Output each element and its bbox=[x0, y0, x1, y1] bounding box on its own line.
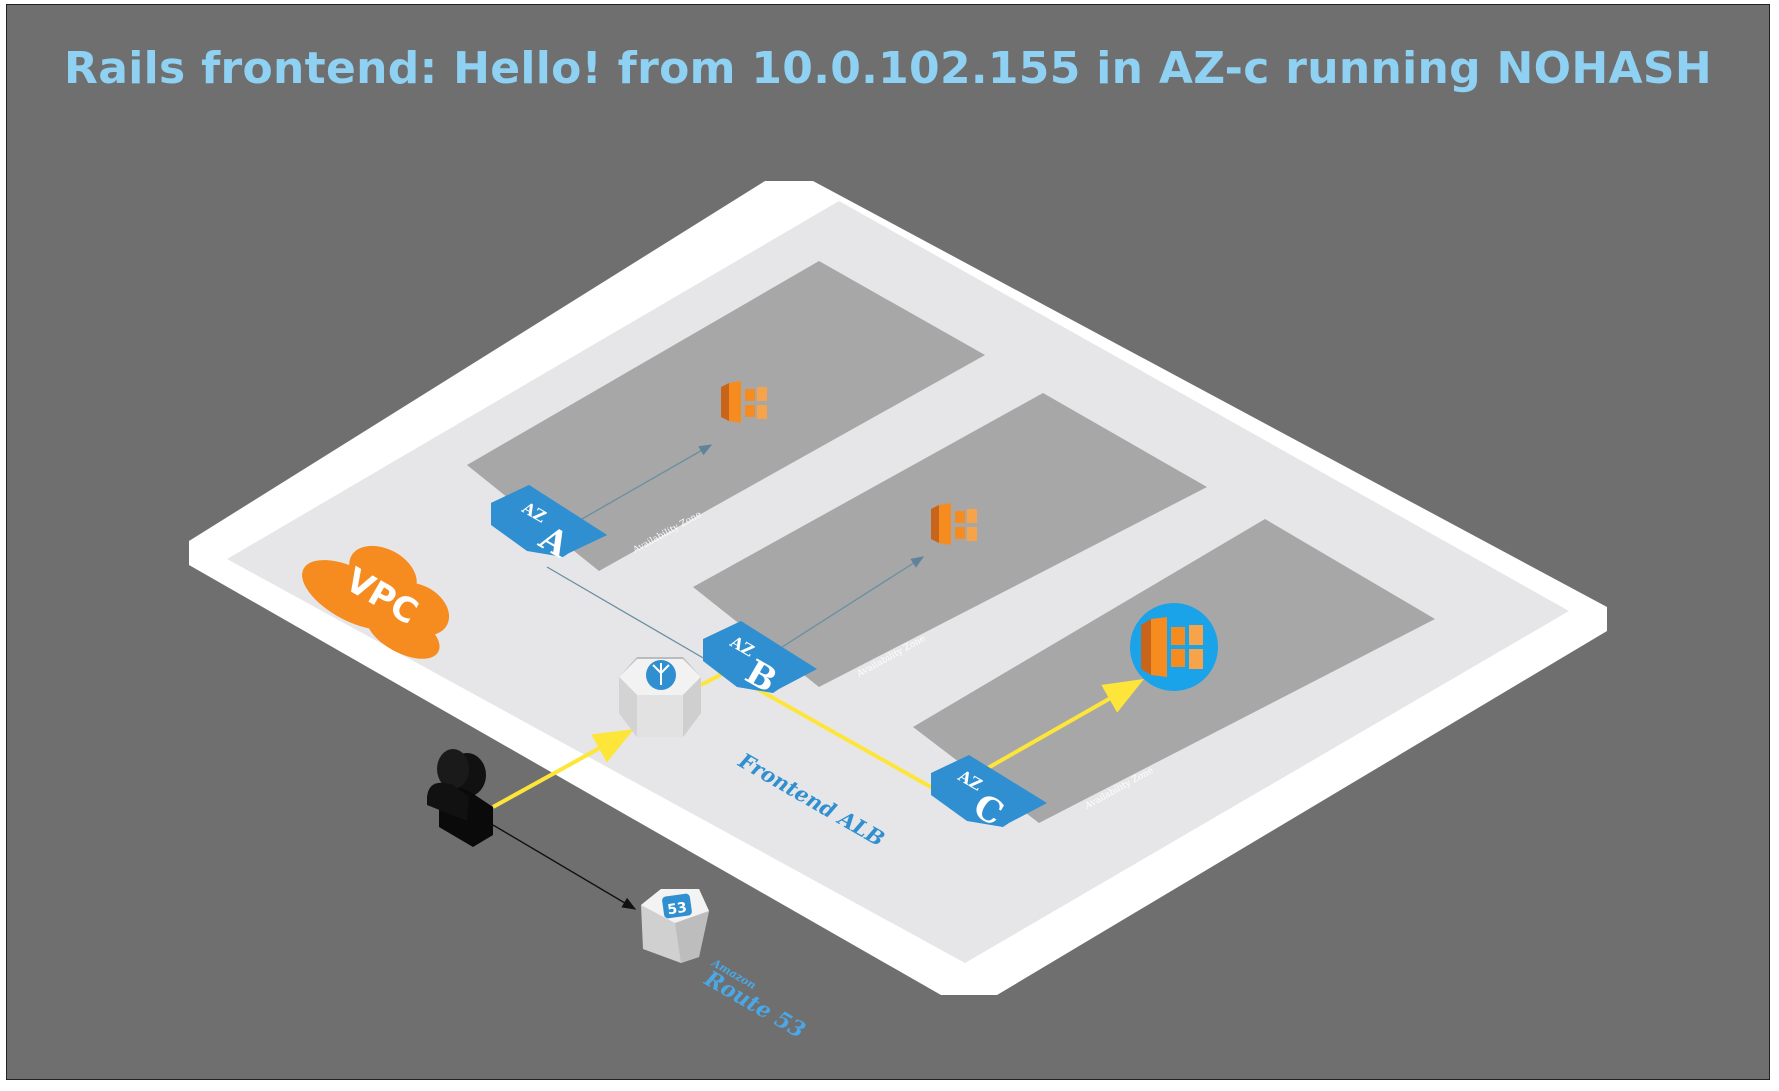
vpc-cloud-icon: VPC bbox=[302, 545, 450, 659]
ecs-container-icon-active bbox=[1130, 603, 1218, 691]
az-badge-a: AZ A bbox=[491, 485, 607, 566]
canvas: Rails frontend: Hello! from 10.0.102.155… bbox=[6, 4, 1770, 1080]
route53-icon: 53 Amazon Route 53 bbox=[641, 889, 809, 1044]
ecs-container-icon bbox=[721, 381, 767, 423]
load-balancer-icon bbox=[619, 657, 701, 737]
route53-label: Route 53 bbox=[699, 965, 809, 1044]
ecs-container-icon bbox=[931, 503, 977, 545]
architecture-diagram: Availability Zone Availability Zone Avai… bbox=[189, 181, 1607, 1044]
user-icon bbox=[427, 749, 493, 847]
az-badge-b: AZ B bbox=[703, 621, 817, 701]
route53-badge: 53 bbox=[666, 900, 688, 919]
page-title: Rails frontend: Hello! from 10.0.102.155… bbox=[64, 43, 1712, 94]
